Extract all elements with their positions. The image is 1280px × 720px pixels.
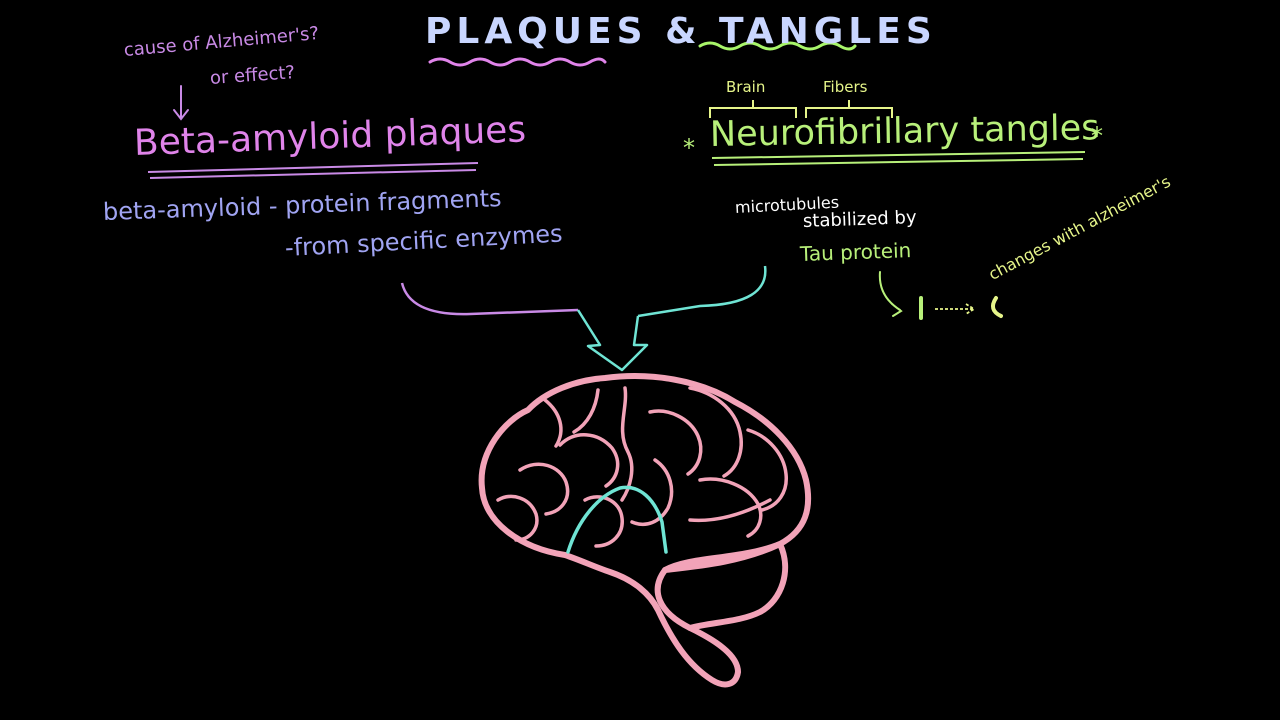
question-down-arrow — [173, 85, 189, 121]
brace-fibers — [805, 100, 893, 118]
brace-label-fibers: Fibers — [823, 78, 868, 96]
tau-arrow — [878, 271, 903, 317]
brace-label-brain: Brain — [726, 78, 766, 96]
brace-brain — [709, 100, 797, 118]
bent-microtubule — [990, 296, 1003, 318]
tangles-underline-1 — [711, 151, 1086, 159]
title-underline-plaques — [428, 57, 607, 67]
tangles-arrow-line — [637, 265, 767, 318]
converging-arrowhead — [576, 309, 649, 372]
plaques-underline-1 — [147, 162, 479, 173]
hippocampus-region — [566, 485, 668, 554]
title-underline-tangles — [698, 41, 857, 51]
tau-protein-label: Tau protein — [799, 238, 912, 266]
plaques-arrow-line — [400, 282, 579, 316]
plaques-underline-2 — [149, 169, 477, 179]
cerebellum — [662, 541, 789, 631]
brain-outline — [478, 373, 812, 688]
star-right: * — [1091, 122, 1103, 150]
page-title: PLAQUES & TANGLES — [425, 11, 937, 52]
star-left: * — [683, 134, 695, 162]
brain-gyri — [496, 386, 788, 548]
change-arrow — [935, 303, 976, 315]
stabilized-by-label: stabilized by — [802, 207, 917, 232]
brain-drawing — [478, 373, 812, 688]
tangles-underline-2 — [713, 158, 1084, 166]
tangles-heading: Neurofibrillary tangles — [709, 108, 1100, 155]
